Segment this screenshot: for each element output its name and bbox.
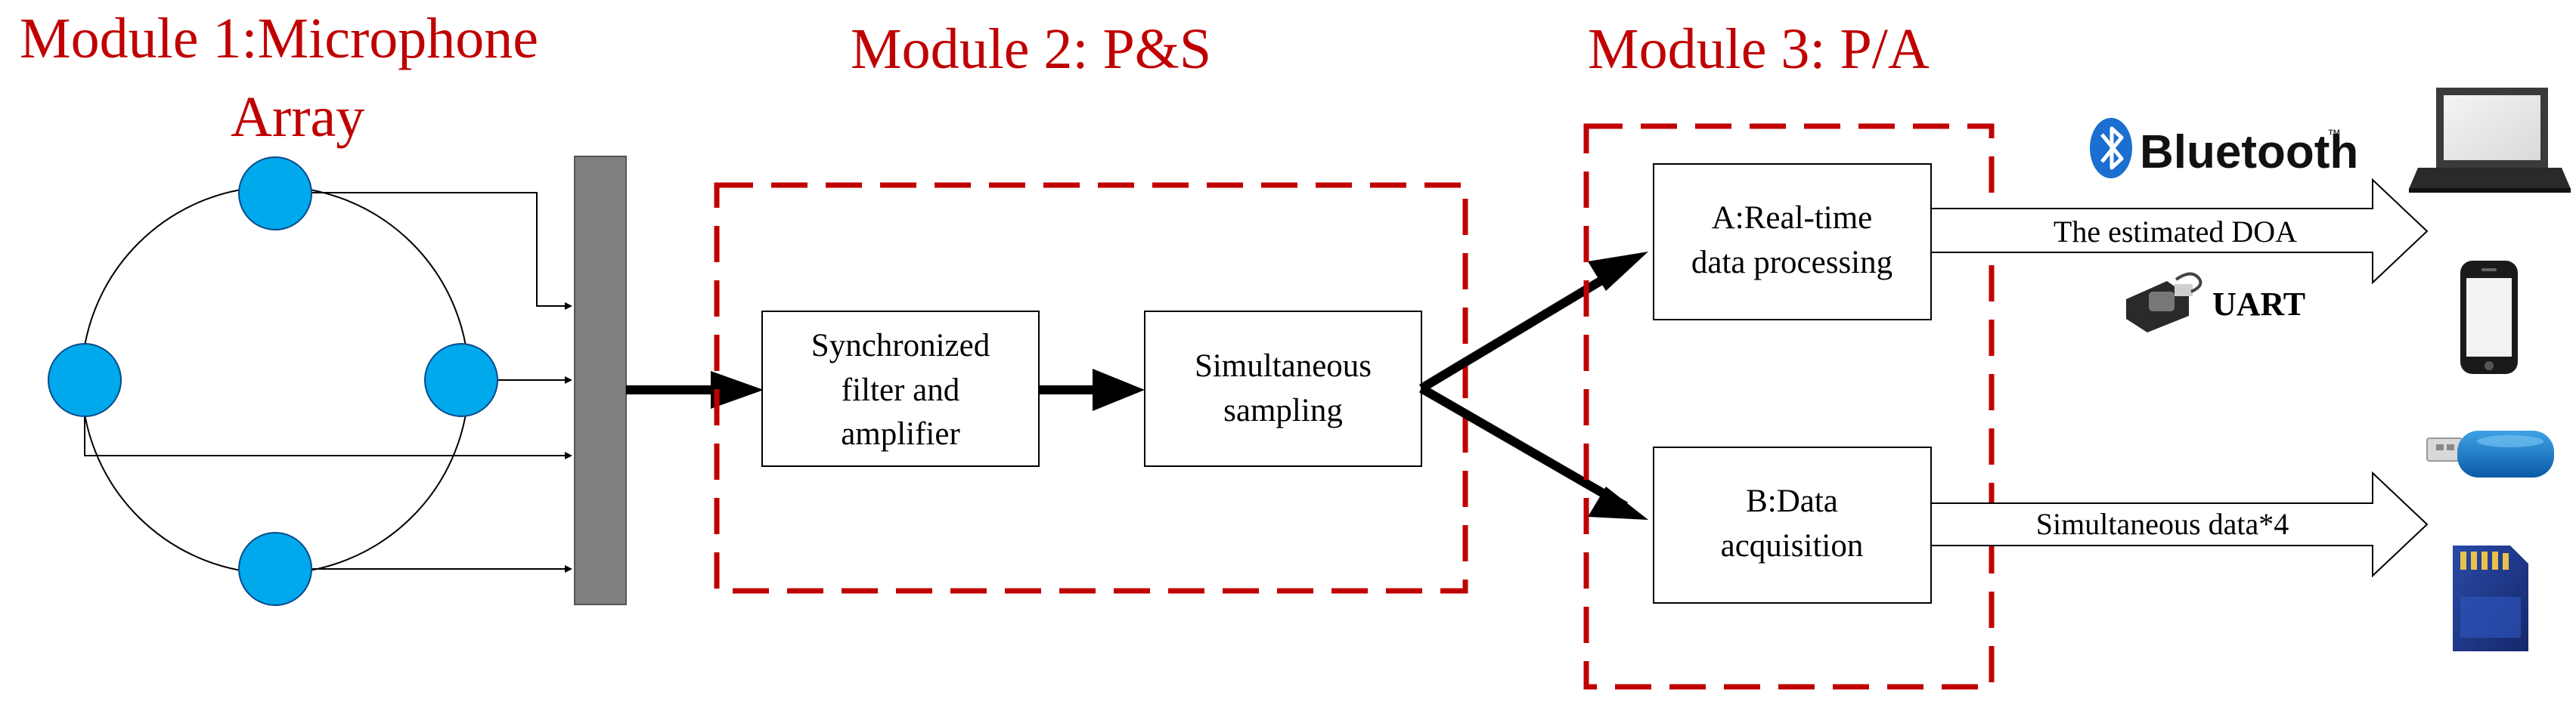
arrowhead-bus-to-filter [711,371,764,409]
arrow-to-acquisition [1418,384,1629,511]
realtime-box-line2: data processing [1691,245,1892,280]
filter-box-line3: amplifier [841,416,960,452]
sd-card-icon [2453,546,2528,651]
microphone-right [424,343,498,417]
data-acquisition-box [1653,447,1932,604]
realtime-box-line1: A:Real-time [1712,200,1873,236]
module-1-title-line1: Module 1:Microphone [20,7,538,70]
signal-bus-bar [574,156,627,605]
sampling-box-line2: sampling [1223,393,1343,428]
microphone-array [48,156,572,606]
arrowhead-to-acquisition [1588,487,1648,520]
sampling-box [1144,311,1422,467]
microphone-bottom [238,532,312,606]
smartphone-icon [2460,261,2518,374]
arrow-to-realtime [1418,261,1629,393]
data-output-arrow [1930,471,2429,578]
uart-connector-icon [2126,272,2202,332]
laptop-icon [2409,88,2571,193]
array-circle [81,186,470,574]
module-2-title: Module 2: P&S [851,17,1211,81]
filter-amplifier-box [761,311,1040,467]
module-1-title-line2: Array [231,85,364,149]
arrowhead-filter-to-sampling [1093,369,1145,411]
filter-box-line1: Synchronized [811,328,990,363]
microphone-top [238,156,312,230]
bluetooth-icon [2090,118,2132,178]
microphone-left [48,343,122,417]
arrowhead-to-realtime [1588,252,1648,291]
doa-output-arrow [1930,178,2429,285]
usb-drive-icon [2426,431,2554,478]
acquisition-box-line1: B:Data [1746,484,1838,519]
realtime-processing-box [1653,163,1932,320]
bluetooth-trademark: ™ [2327,127,2341,142]
module-2-dashed-border [714,182,1468,594]
bluetooth-logo: Bluetooth ™ [2090,118,2358,178]
wire-top-mic [272,192,572,310]
module-3-title: Module 3: P/A [1588,17,1930,81]
filter-box-line2: filter and [842,373,959,408]
sampling-box-line1: Simultaneous [1195,348,1372,384]
module-3-dashed-border [1583,123,1995,690]
doa-output-label: The estimated DOA [2054,215,2297,249]
bluetooth-wordmark: Bluetooth [2140,126,2358,178]
wire-left-mic [84,393,572,459]
data-output-label: Simultaneous data*4 [2036,507,2289,541]
uart-label: UART [2212,286,2305,323]
acquisition-box-line2: acquisition [1721,528,1864,564]
